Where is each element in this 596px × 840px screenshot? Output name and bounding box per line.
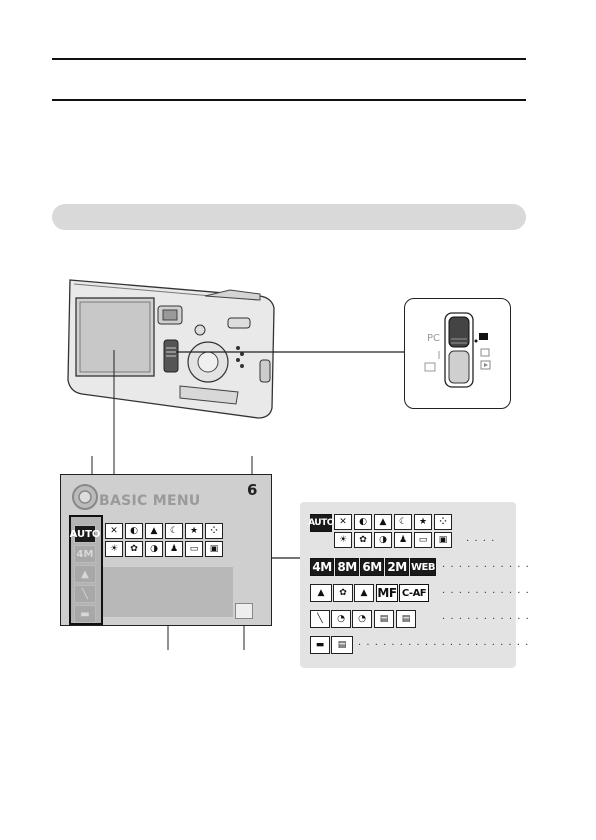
legend-self-icon: ♟ — [394, 532, 412, 548]
flower-icon: ✿ — [125, 541, 143, 557]
card-icon — [235, 603, 253, 619]
focus-mf: MF — [376, 584, 398, 602]
legend-contrast-icon: ◑ — [374, 532, 392, 548]
continuous-icon: ▤ — [331, 636, 353, 654]
row4-leader: · · · · · · · · · · · — [442, 614, 530, 625]
night-icon: ☾ — [165, 523, 183, 539]
size-web: WEB — [410, 558, 436, 576]
size-4m: 4M — [310, 558, 334, 576]
portrait-icon: ◐ — [125, 523, 143, 539]
page-number: 6 — [247, 481, 257, 499]
legend-night-icon: ☾ — [394, 514, 412, 530]
night-portrait-icon: ★ — [185, 523, 203, 539]
size-2m: 2M — [385, 558, 409, 576]
row3-leader: · · · · · · · · · · · — [442, 588, 530, 599]
auto-icon[interactable]: AUTO — [74, 525, 96, 543]
timer-off-icon: ╲ — [310, 610, 330, 628]
row1-leader: · · · · — [466, 536, 495, 547]
size-8m: 8M — [335, 558, 359, 576]
legend-portrait-icon: ◐ — [354, 514, 372, 530]
self-icon: ♟ — [165, 541, 183, 557]
flash-icon[interactable]: ╲ — [74, 585, 96, 603]
id-icon: ▣ — [205, 541, 223, 557]
mode-switch-detail: PC — [404, 298, 511, 409]
burst-2-icon: ▤ — [374, 610, 394, 628]
contrast-icon: ◑ — [145, 541, 163, 557]
legend-sports-icon: ✕ — [334, 514, 352, 530]
drive-icon[interactable]: ▬ — [74, 605, 96, 623]
focus-caf: C-AF — [399, 584, 429, 602]
focus-macro-icon: ✿ — [333, 584, 353, 602]
lamp-icon: ☀ — [105, 541, 123, 557]
timer-2s-icon: ◔ — [331, 610, 351, 628]
focus-normal-icon: ▲ — [310, 584, 332, 602]
sports-icon: ✕ — [105, 523, 123, 539]
focus-icon[interactable]: ▲ — [74, 565, 96, 583]
info-panel — [103, 567, 233, 617]
single-shot-icon: ▬ — [310, 636, 330, 654]
landscape-icon: ▲ — [145, 523, 163, 539]
legend-lamp-icon: ☀ — [334, 532, 352, 548]
row5-leader: · · · · · · · · · · · · · · · · · · · · … — [358, 640, 529, 651]
legend-landscape-icon: ▲ — [374, 514, 392, 530]
focus-infinity-icon: ▲ — [354, 584, 374, 602]
legend-flower-icon: ✿ — [354, 532, 372, 548]
legend-night-portrait-icon: ★ — [414, 514, 432, 530]
row2-leader: · · · · · · · · · · · — [442, 562, 530, 573]
size-icon[interactable]: 4M — [74, 545, 96, 563]
pc-label: PC — [427, 333, 440, 344]
fireworks-icon: ⁘ — [205, 523, 223, 539]
frame-icon: ▭ — [185, 541, 203, 557]
burst-10-icon: ▤ — [396, 610, 416, 628]
legend-frame-icon: ▭ — [414, 532, 432, 548]
icon-legend-panel: AUTO ✕ ◐ ▲ ☾ ★ ⁘ ☀ ✿ ◑ ♟ ▭ ▣ · · · · 4M … — [300, 502, 516, 668]
legend-auto-icon: AUTO — [310, 514, 332, 532]
legend-id-icon: ▣ — [434, 532, 452, 548]
screen-title: BASIC MENU — [99, 493, 201, 509]
timer-10s-icon: ◔ — [352, 610, 372, 628]
menu-ring-icon — [71, 483, 99, 511]
lcd-screen: BASIC MENU 6 AUTO 4M ▲ ╲ ▬ ✕ ◐ ▲ ☾ ★ ⁘ ☀… — [60, 474, 272, 626]
size-6m: 6M — [360, 558, 384, 576]
legend-fireworks-icon: ⁘ — [434, 514, 452, 530]
